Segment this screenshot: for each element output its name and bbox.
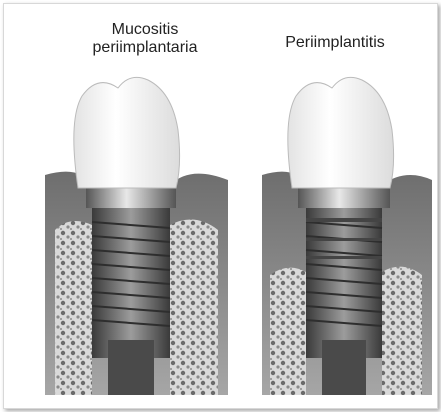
abutment-left [86,186,176,208]
bone-right-right-side [382,267,422,395]
crown-right [288,77,394,188]
implant-apex-right [322,340,366,395]
bone-right [270,268,306,395]
abutment-right [298,186,390,208]
mucositis-panel [45,77,228,395]
bone-left-right-side [170,220,218,395]
periimplantitis-panel [262,77,432,395]
implant-apex-left [108,340,154,395]
bone-left [55,221,92,395]
crown-left [74,77,180,188]
